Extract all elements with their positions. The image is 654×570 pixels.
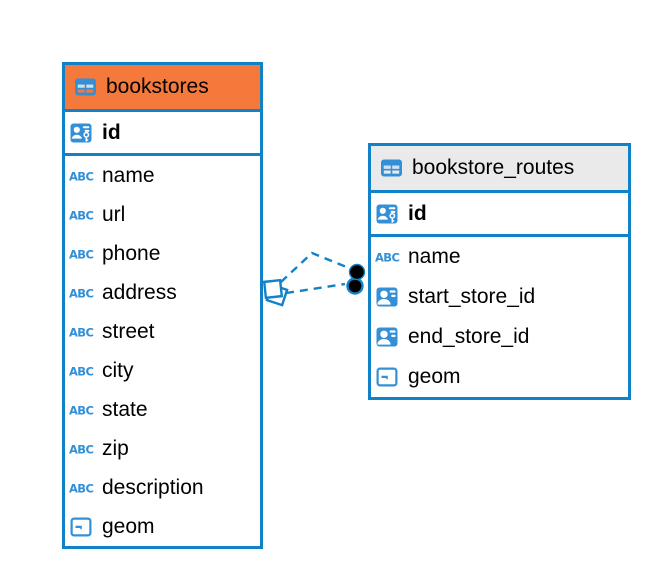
geometry-icon — [375, 365, 408, 389]
column-name: city — [102, 358, 134, 382]
table-header[interactable]: bookstores — [65, 65, 260, 112]
column-name: state — [102, 397, 148, 421]
one-end-diamond-marker[interactable] — [262, 278, 289, 307]
column-row-url[interactable]: ABC url — [65, 195, 260, 234]
column-name: id — [408, 201, 427, 225]
column-name: zip — [102, 436, 129, 460]
svg-text:ABC: ABC — [69, 208, 93, 222]
primary-key-icon — [69, 121, 102, 145]
relationship-line-1[interactable] — [280, 251, 350, 283]
column-row-name[interactable]: ABC name — [65, 156, 260, 195]
column-row-id[interactable]: id — [371, 193, 628, 234]
table-icon — [379, 156, 404, 180]
svg-text:ABC: ABC — [69, 403, 93, 417]
column-name: url — [102, 202, 126, 226]
table-icon — [73, 75, 98, 99]
primary-key-icon — [375, 202, 408, 226]
varchar-icon: ABC — [69, 281, 102, 305]
column-row-address[interactable]: ABC address — [65, 273, 260, 312]
varchar-icon: ABC — [69, 437, 102, 461]
varchar-icon: ABC — [69, 476, 102, 500]
svg-text:ABC: ABC — [69, 247, 93, 261]
foreign-key-icon — [375, 285, 408, 309]
table-bookstore-routes[interactable]: bookstore_routes id ABC name start_store_i… — [368, 143, 631, 400]
column-name: phone — [102, 241, 161, 265]
primary-key-section: id — [65, 112, 260, 156]
column-row-phone[interactable]: ABC phone — [65, 234, 260, 273]
column-row-state[interactable]: ABC state — [65, 390, 260, 429]
varchar-icon: ABC — [69, 320, 102, 344]
table-title: bookstores — [106, 75, 209, 98]
svg-text:ABC: ABC — [69, 442, 93, 456]
column-row-geom[interactable]: geom — [65, 507, 260, 546]
column-row-street[interactable]: ABC street — [65, 312, 260, 351]
column-row-start_store_id[interactable]: start_store_id — [371, 277, 628, 317]
column-row-id[interactable]: id — [65, 112, 260, 153]
column-row-end_store_id[interactable]: end_store_id — [371, 317, 628, 357]
column-row-name[interactable]: ABC name — [371, 237, 628, 277]
svg-text:ABC: ABC — [69, 286, 93, 300]
primary-key-section: id — [371, 193, 628, 237]
column-name: name — [408, 245, 461, 268]
geometry-icon — [69, 515, 102, 539]
column-name: geom — [102, 514, 155, 538]
column-row-city[interactable]: ABC city — [65, 351, 260, 390]
svg-text:ABC: ABC — [375, 251, 399, 265]
table-header[interactable]: bookstore_routes — [371, 146, 628, 193]
column-row-geom[interactable]: geom — [371, 357, 628, 397]
column-name: id — [102, 120, 121, 144]
varchar-icon: ABC — [69, 359, 102, 383]
varchar-icon: ABC — [375, 245, 408, 269]
column-name: description — [102, 475, 204, 499]
column-name: street — [102, 319, 155, 343]
varchar-icon: ABC — [69, 203, 102, 227]
svg-text:ABC: ABC — [69, 325, 93, 339]
table-title: bookstore_routes — [412, 156, 575, 179]
foreign-key-icon — [375, 325, 408, 349]
column-name: end_store_id — [408, 325, 530, 348]
svg-text:ABC: ABC — [69, 481, 93, 495]
column-row-zip[interactable]: ABC zip — [65, 429, 260, 468]
varchar-icon: ABC — [69, 398, 102, 422]
column-row-description[interactable]: ABC description — [65, 468, 260, 507]
svg-text:ABC: ABC — [69, 169, 93, 183]
column-name: address — [102, 280, 177, 304]
varchar-icon: ABC — [69, 242, 102, 266]
varchar-icon: ABC — [69, 164, 102, 188]
svg-text:ABC: ABC — [69, 364, 93, 378]
column-name: geom — [408, 365, 461, 388]
column-name: start_store_id — [408, 285, 536, 308]
column-name: name — [102, 163, 155, 187]
many-end-circle-marker[interactable] — [346, 263, 366, 295]
relationship-line-2[interactable] — [285, 282, 346, 295]
